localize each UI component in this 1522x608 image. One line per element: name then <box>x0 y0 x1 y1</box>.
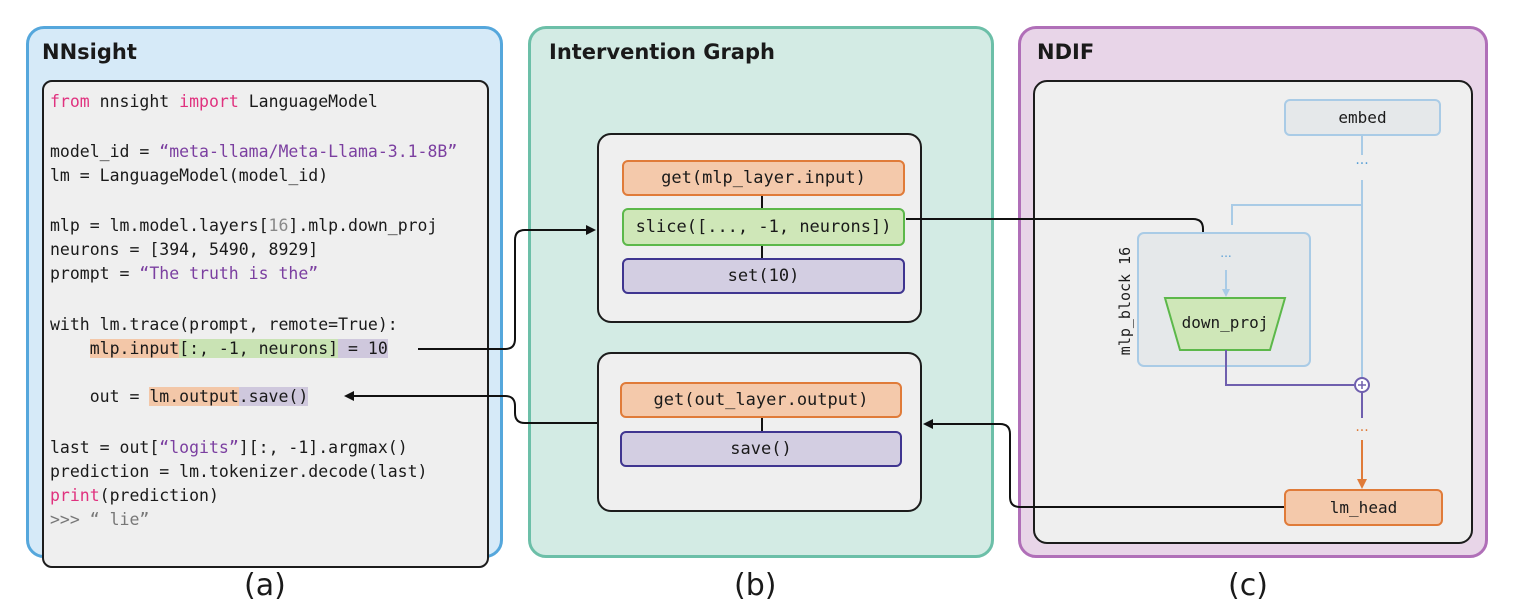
code-string: “meta-llama/Meta-Llama-3.1-8B” <box>159 142 458 161</box>
code-text: last = out[ <box>50 438 160 457</box>
code-highlight-save: .save() <box>238 387 309 406</box>
code-keyword: print <box>50 486 100 505</box>
ndif-branch <box>1231 204 1362 225</box>
caption-a: (a) <box>244 568 286 603</box>
code-text: prompt = <box>50 264 140 283</box>
code-line-prompt: prompt = “The truth is the” <box>50 263 318 285</box>
code-number: 16 <box>268 216 289 235</box>
code-text: (prediction) <box>99 486 219 505</box>
code-string: “The truth is the” <box>139 264 319 283</box>
code-text: LanguageModel <box>238 92 378 111</box>
code-highlight-set: = 10 <box>338 339 388 358</box>
arrow-lm-head-to-graph <box>923 419 1284 508</box>
code-line-trace: with lm.trace(prompt, remote=True): <box>50 314 398 336</box>
code-text: nnsight <box>89 92 180 111</box>
code-text: model_id = <box>50 142 160 161</box>
code-text: lm = LanguageModel(model_id) <box>50 166 329 185</box>
arrow-graph-to-code <box>344 391 597 424</box>
mlp-block-label: mlp_block 16 <box>1116 246 1134 356</box>
embed-node: embed <box>1284 99 1441 136</box>
code-text: mlp = lm.model.layers[ <box>50 216 269 235</box>
code-line-print: print(prediction) <box>50 485 219 507</box>
code-text: with lm.trace(prompt, remote=True): <box>50 315 398 334</box>
op-save: save() <box>620 431 902 467</box>
code-line-intervene: mlp.input[:, -1, neurons] = 10 <box>50 338 388 360</box>
code-line-lm: lm = LanguageModel(model_id) <box>50 165 328 187</box>
block-ellipsis: ... <box>1220 246 1232 260</box>
arrow-code-to-graph <box>418 225 596 350</box>
code-line-last: last = out[“logits”][:, -1].argmax() <box>50 437 408 459</box>
code-line-save: out = lm.output.save() <box>50 386 309 408</box>
down-proj-node <box>1163 297 1287 351</box>
code-highlight-get-output: lm.output <box>149 387 239 406</box>
down-proj-label: down_proj <box>1181 313 1269 332</box>
caption-b: (b) <box>734 568 777 603</box>
code-line-import: from nnsight import LanguageModel <box>50 91 378 113</box>
code-highlight-get: mlp.input <box>89 339 180 358</box>
op-slice: slice([..., -1, neurons]) <box>622 208 905 246</box>
code-line-mlp: mlp = lm.model.layers[16].mlp.down_proj <box>50 215 437 237</box>
code-keyword: import <box>179 92 239 111</box>
code-keyword: from <box>50 92 90 111</box>
code-text: out = <box>50 387 150 406</box>
code-text: ].mlp.down_proj <box>288 216 438 235</box>
code-line-neurons: neurons = [394, 5490, 8929] <box>50 239 318 261</box>
code-output-text: >>> “ lie” <box>50 510 150 529</box>
code-line-output: >>> “ lie” <box>50 509 149 531</box>
code-text: ][:, -1].argmax() <box>238 438 408 457</box>
ndif-title: NDIF <box>1037 40 1095 64</box>
caption-c: (c) <box>1228 568 1268 603</box>
lm-head-node: lm_head <box>1284 489 1443 526</box>
graph-title: Intervention Graph <box>549 40 775 64</box>
op-get-out-output: get(out_layer.output) <box>620 382 902 418</box>
code-box <box>42 80 489 568</box>
code-string: “logits” <box>159 438 239 457</box>
op-get-mlp-input: get(mlp_layer.input) <box>622 160 905 196</box>
ndif-down-proj-out <box>1225 350 1354 386</box>
code-text: neurons = [394, 5490, 8929] <box>50 240 319 259</box>
op-set: set(10) <box>622 258 905 294</box>
nnsight-title: NNsight <box>42 40 137 64</box>
code-text: prediction = lm.tokenizer.decode(last) <box>50 462 428 481</box>
arrow-graph-to-down-proj <box>906 218 1208 297</box>
code-highlight-slice: [:, -1, neurons] <box>179 339 339 358</box>
code-line-model-id: model_id = “meta-llama/Meta-Llama-3.1-8B… <box>50 141 457 163</box>
ellipsis-bottom: ... <box>1355 419 1369 435</box>
ellipsis-top: ... <box>1355 152 1369 168</box>
code-line-prediction: prediction = lm.tokenizer.decode(last) <box>50 461 428 483</box>
